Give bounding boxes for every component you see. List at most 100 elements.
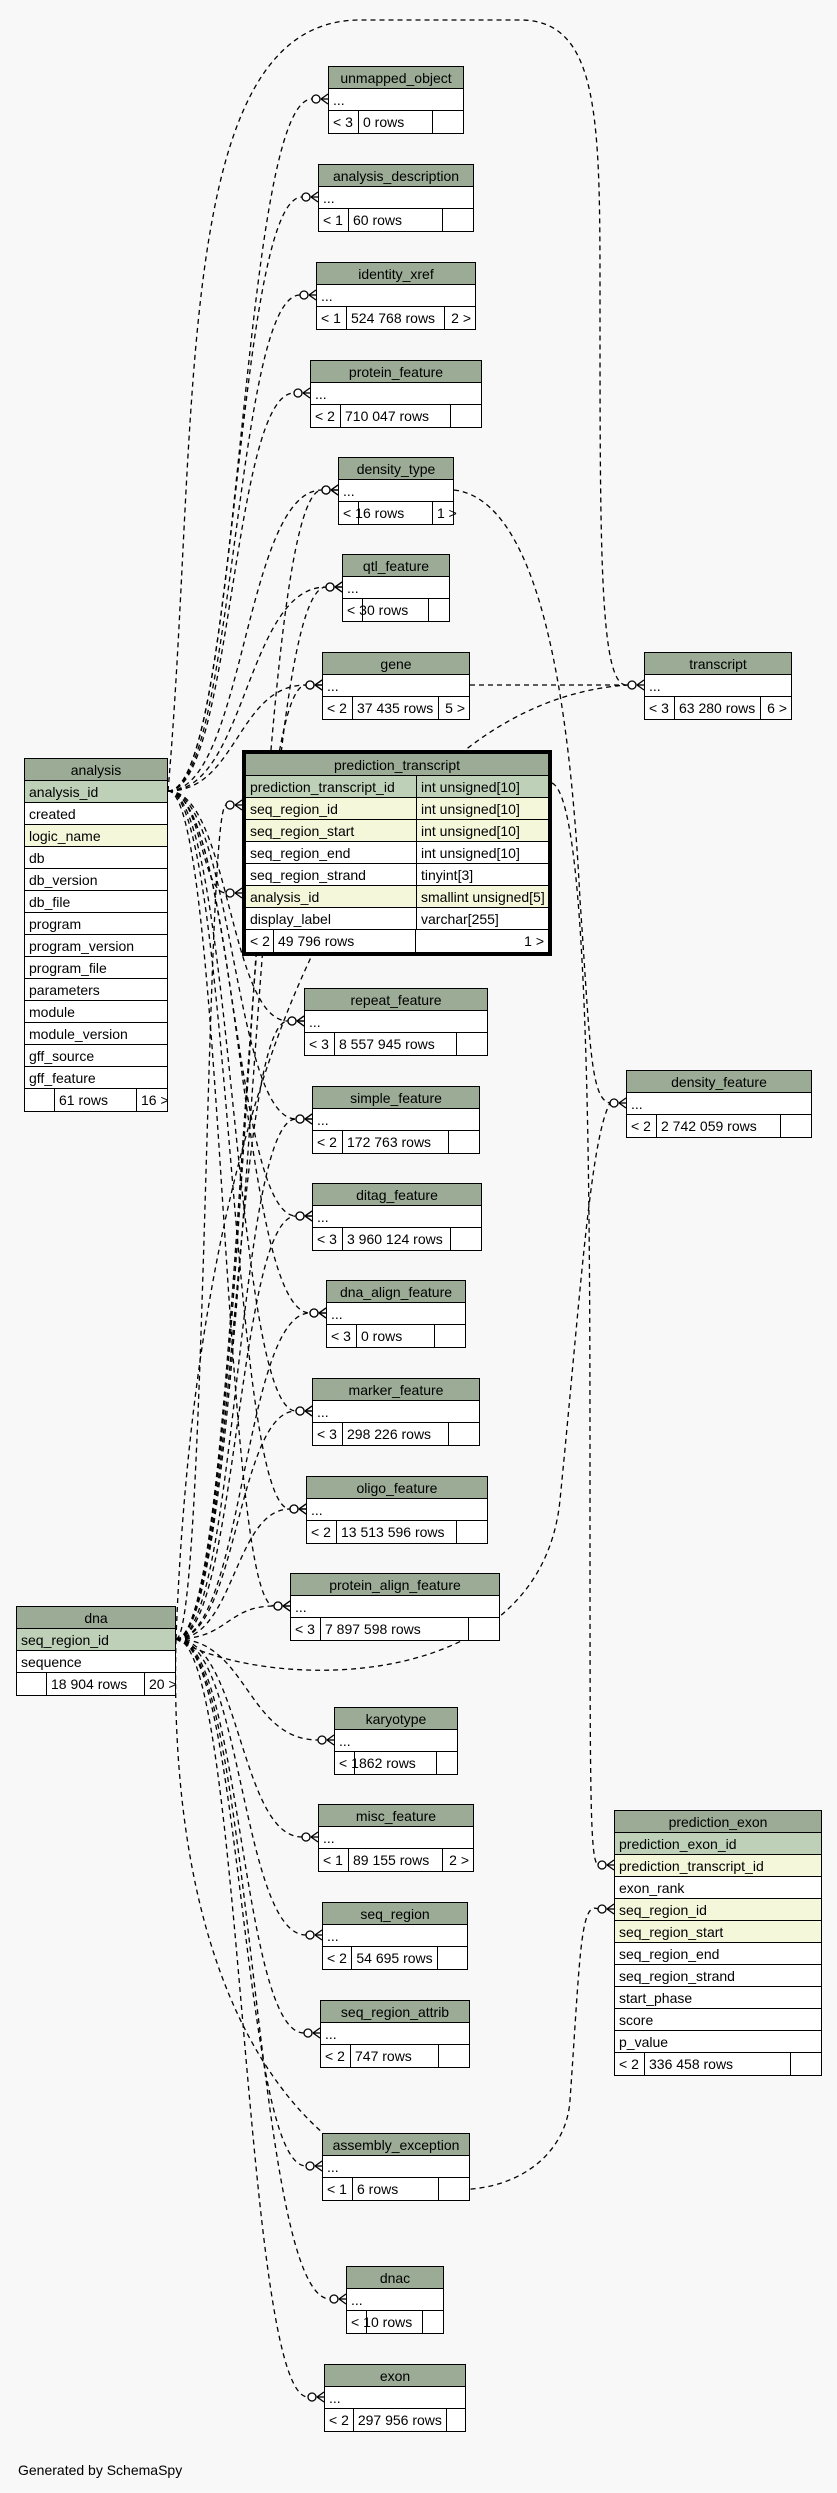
- rel-analysis-identity-xref: [167, 294, 301, 792]
- table-column: ...: [329, 89, 463, 111]
- parent-count: [17, 1673, 47, 1695]
- column-name: seq_region_start: [250, 823, 355, 839]
- table-column: ...: [335, 1730, 457, 1752]
- parent-count: < 2: [627, 1115, 657, 1137]
- parent-count: < 1: [317, 307, 347, 329]
- row-count: 61 rows: [55, 1089, 137, 1111]
- row-count: 2 742 059 rows: [657, 1115, 781, 1137]
- parent-count: < 3: [645, 697, 675, 719]
- row-count: 336 458 rows: [645, 2053, 791, 2075]
- column-name: seq_region_end: [619, 1946, 720, 1962]
- column-name: ...: [323, 1830, 335, 1846]
- table-header: assembly_exception: [323, 2134, 469, 2156]
- parent-count: < 2: [615, 2053, 645, 2075]
- parent-count: < 2: [246, 930, 274, 952]
- table-header: prediction_transcript: [246, 754, 548, 776]
- column-name: ...: [327, 1928, 339, 1944]
- column-name: start_phase: [619, 1990, 693, 2006]
- column-name: prediction_transcript_id: [619, 1858, 764, 1874]
- column-type: int unsigned[10]: [416, 820, 548, 841]
- table-column: ...: [323, 1925, 467, 1947]
- rel-dna-marker-feature: [175, 1410, 297, 1640]
- table-header: density_feature: [627, 1071, 811, 1093]
- table-header: oligo_feature: [307, 1477, 487, 1499]
- column-name: gff_feature: [29, 1070, 96, 1086]
- table-header: karyotype: [335, 1708, 457, 1730]
- column-name: module_version: [29, 1026, 128, 1042]
- table-column: seq_region_id: [615, 1899, 821, 1921]
- table-column: ...: [627, 1093, 811, 1115]
- table-header: transcript: [645, 653, 791, 675]
- table-header: qtl_feature: [343, 555, 449, 577]
- column-name: gff_source: [29, 1048, 95, 1064]
- child-count: [423, 2311, 443, 2333]
- row-count: 862 rows: [355, 1752, 437, 1774]
- child-count: 6 >: [767, 700, 787, 716]
- rel-analysis-dna-align-feature: [167, 790, 311, 1314]
- row-count: 37 435 rows: [353, 697, 439, 719]
- table-column: ...: [291, 1596, 499, 1618]
- column-name: ...: [321, 288, 333, 304]
- column-name: ...: [309, 1014, 321, 1030]
- rel-analysis-prediction-transcript-end: [225, 887, 243, 899]
- table-column: ...: [645, 675, 791, 697]
- row-count: 18 904 rows: [47, 1673, 145, 1695]
- parent-count: [25, 1089, 55, 1111]
- table-column: module_version: [25, 1023, 167, 1045]
- table-column: db: [25, 847, 167, 869]
- column-type: varchar[255]: [416, 908, 548, 929]
- column-name: ...: [317, 1404, 329, 1420]
- rel-dna-protein-align-feature: [175, 1605, 275, 1640]
- parent-count: < 2: [323, 1947, 353, 1969]
- table-column: analysis_id: [25, 781, 167, 803]
- row-count: 6 rows: [359, 502, 433, 524]
- child-count: 2 >: [449, 1852, 469, 1868]
- table-column: gff_feature: [25, 1067, 167, 1089]
- table-header: exon: [325, 2365, 465, 2387]
- column-name: ...: [329, 2390, 341, 2406]
- rel-analysis-qtl-feature: [167, 586, 327, 792]
- table-column: ...: [307, 1499, 487, 1521]
- row-count: 297 956 rows: [354, 2409, 447, 2431]
